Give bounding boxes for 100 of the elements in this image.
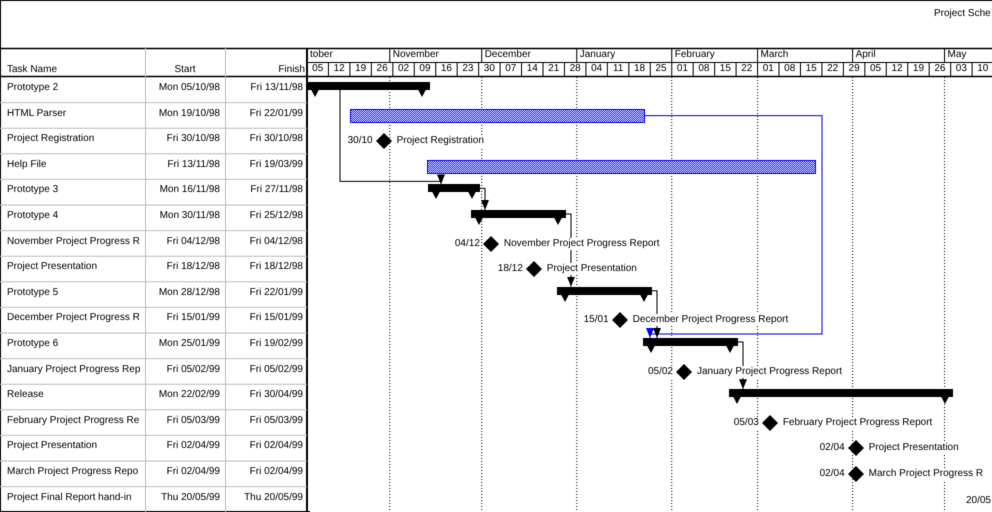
week-label: 09 [418, 63, 432, 75]
task-name: Help File [7, 158, 46, 171]
task-name: Prototype 2 [7, 82, 58, 94]
start-date: Mon 05/10/98 [158, 82, 220, 94]
task-name: February Project Progress Re [7, 414, 140, 427]
task-name: Project Registration [7, 133, 94, 146]
task-name: Prototype 5 [7, 286, 58, 299]
finish-date: Fri 22/01/99 [250, 108, 303, 120]
milestone-label: Project Presentation [868, 442, 959, 454]
week-label: 21 [547, 63, 560, 75]
finish-date: Fri 18/12/98 [250, 261, 303, 274]
milestone-label: December Project Progress Report [632, 314, 788, 326]
milestone-label: November Project Progress Report [504, 238, 660, 250]
week-label: 11 [612, 63, 624, 75]
finish-date: Fri 02/04/99 [250, 440, 303, 452]
milestone-label: January Project Progress Report [696, 366, 842, 378]
start-date: Mon 25/01/99 [158, 338, 220, 350]
task-name: Prototype 6 [7, 338, 58, 350]
week-label: 25 [654, 63, 668, 75]
start-date: Mon 19/10/98 [158, 108, 220, 120]
task-name: Project Final Report hand-in [7, 492, 132, 504]
milestone-diamond [848, 440, 864, 456]
task-name: Project Presentation [7, 261, 98, 274]
week-label: 14 [526, 63, 539, 75]
start-date: Mon 30/11/98 [160, 210, 220, 222]
finish-date: Fri 27/11/98 [250, 184, 303, 196]
week-label: 12 [332, 63, 346, 75]
week-label: 22 [826, 63, 840, 75]
finish-date: Fri 04/12/98 [250, 236, 303, 248]
start-date: Thu 20/05/99 [161, 492, 220, 504]
week-label: 26 [933, 63, 946, 75]
milestone-diamond [762, 414, 778, 431]
start-date: Mon 22/02/99 [158, 389, 220, 402]
week-label: 16 [440, 63, 453, 75]
week-label: 01 [762, 63, 775, 75]
week-label: 01 [676, 63, 690, 75]
milestone-label: March Project Progress R [868, 468, 984, 480]
milestone-label: Project Presentation [546, 263, 637, 276]
finish-date: Fri 05/03/99 [250, 414, 303, 427]
week-label: 15 [718, 63, 732, 75]
week-label: 08 [697, 63, 710, 75]
finish-date: Fri 15/01/99 [250, 312, 303, 324]
week-label: 03 [954, 63, 968, 75]
milestone-diamond [612, 312, 628, 328]
week-label: 30 [482, 63, 496, 75]
task-name: Prototype 3 [7, 184, 58, 196]
milestone-date: 05/03 [734, 416, 759, 429]
column-header: Task Name [7, 64, 58, 76]
dependency-arrow [480, 188, 489, 210]
week-label: 04 [590, 63, 604, 75]
week-label: 07 [504, 63, 518, 75]
start-date: Fri 02/04/99 [166, 440, 220, 452]
task-name: Project Presentation [7, 440, 98, 452]
week-label: 22 [740, 63, 754, 75]
week-label: 28 [568, 63, 582, 75]
week-label: 29 [848, 63, 861, 75]
start-date: Mon 16/11/98 [160, 184, 220, 196]
week-label: 26 [376, 63, 389, 75]
task-name: January Project Progress Rep [7, 364, 140, 376]
month-label: April [856, 49, 876, 61]
finish-date: Fri 05/02/99 [250, 364, 303, 376]
milestone-label: Project Registration [396, 135, 484, 148]
task-name: November Project Progress R [7, 236, 140, 248]
finish-date: Fri 19/03/99 [250, 158, 303, 171]
start-date: Fri 02/04/99 [166, 466, 220, 478]
week-label: 05 [868, 63, 882, 75]
start-date: Fri 30/10/98 [166, 133, 220, 146]
start-date: Fri 05/02/99 [166, 364, 220, 376]
start-date: Mon 28/12/98 [158, 286, 220, 299]
start-date: Fri 18/12/98 [166, 261, 220, 274]
finish-date: Thu 20/05/99 [244, 492, 303, 504]
week-label: 18 [632, 63, 646, 75]
week-label: 10 [976, 63, 990, 75]
milestone-diamond [482, 236, 499, 252]
milestone-diamond [526, 261, 542, 278]
milestone-label: February Project Progress Report [782, 416, 932, 429]
finish-date: Fri 13/11/98 [250, 82, 303, 94]
column-header: Finish [277, 64, 305, 76]
month-label: January [580, 49, 616, 61]
milestone-diamond [376, 133, 392, 150]
week-label: 08 [783, 63, 796, 75]
milestone-diamond [848, 466, 864, 482]
column-header: Start [173, 64, 197, 76]
dependency-arrow [644, 115, 822, 338]
task-name: HTML Parser [7, 108, 66, 120]
finish-date: Fri 02/04/99 [250, 466, 303, 478]
week-label: 19 [912, 63, 926, 75]
week-label: 05 [311, 63, 324, 75]
milestone-date: 05/02 [648, 366, 673, 378]
month-label: tober [310, 49, 333, 61]
finish-date: Fri 30/10/98 [250, 133, 303, 146]
month-label: February [674, 49, 715, 61]
finish-date: Fri 19/02/99 [250, 338, 303, 350]
start-date: Fri 05/03/99 [166, 414, 220, 427]
task-name: Release [7, 389, 44, 402]
chart-title: Project Sche [934, 8, 992, 20]
week-label: 02 [396, 63, 410, 75]
task-name: March Project Progress Repo [7, 466, 138, 478]
milestone-diamond [676, 364, 692, 380]
month-label: December [484, 49, 531, 61]
